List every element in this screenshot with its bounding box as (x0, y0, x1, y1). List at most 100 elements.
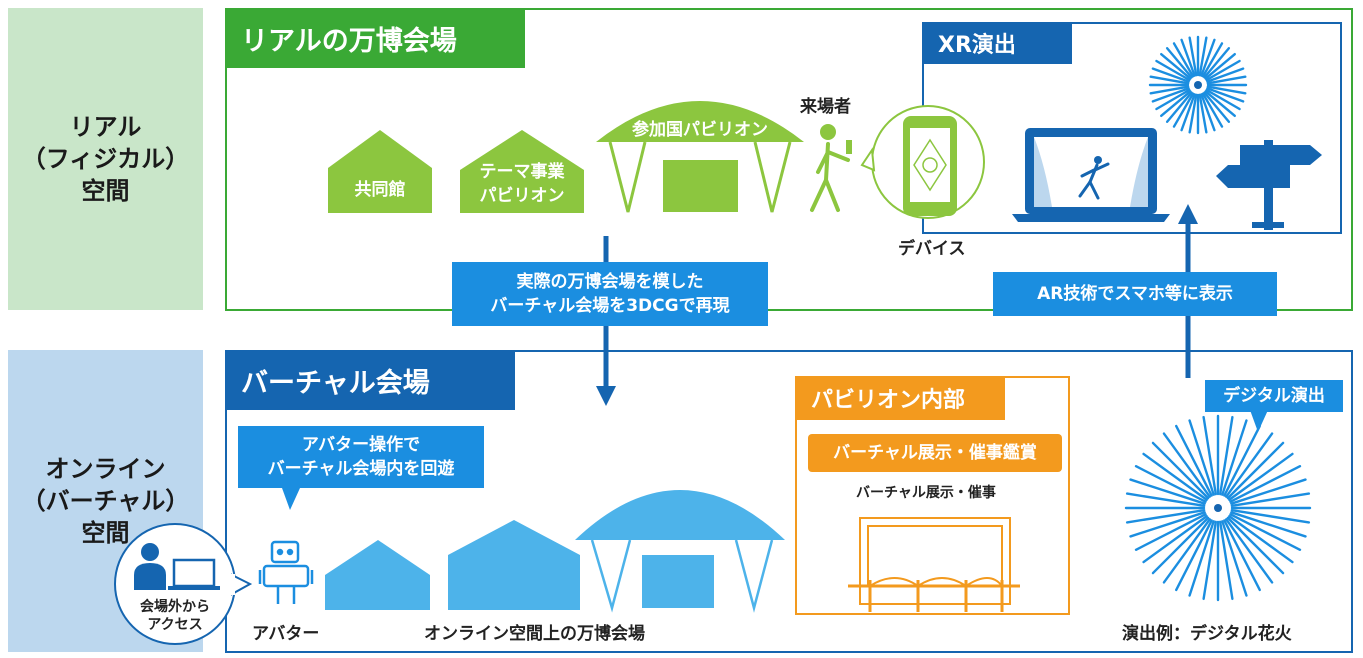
firework-ray (1230, 492, 1311, 508)
firework-ray (1204, 90, 1236, 118)
down-arrow-label: 実際の万博会場を模した バーチャル会場を3DCGで再現 (452, 262, 768, 326)
theme-pavilion-line1: テーマ事業 (479, 162, 565, 182)
firework-ray (1200, 38, 1216, 77)
firework-ray (1188, 36, 1198, 77)
firework-ray (1160, 90, 1192, 118)
access-from-outside-icon (114, 523, 253, 645)
firework-center (1214, 504, 1222, 512)
visitor-icon (810, 124, 852, 212)
avatar-bubble: アバター操作で バーチャル会場内を回遊 (238, 426, 484, 488)
device-label: デバイス (898, 239, 966, 259)
virtual-dome-frame (590, 539, 774, 613)
virtual-building-1 (325, 540, 430, 610)
digital-production-bubble: デジタル演出 (1205, 380, 1343, 412)
country-pavilion-label: 参加国パビリオン (632, 120, 768, 140)
firework-ray (1202, 520, 1218, 601)
firework-ray (1198, 36, 1208, 77)
theme-pavilion-building (460, 130, 584, 213)
firework-ray (1200, 93, 1216, 132)
firework-ray (1162, 518, 1211, 584)
real-side-line3: 空間 (81, 177, 130, 205)
firework-ray (1165, 47, 1193, 79)
firework-ray (1142, 515, 1208, 564)
firework-ray (1149, 75, 1190, 85)
firework-ray (1205, 59, 1241, 82)
down-arrow-label-line2: バーチャル会場を3DCGで再現 (490, 296, 730, 316)
theme-pavilion-label: テーマ事業 パビリオン (460, 160, 584, 208)
firework-ray (1129, 511, 1206, 538)
firework-ray (1180, 38, 1196, 77)
firework-ray (1134, 513, 1207, 551)
avatar-bubble-tail (282, 488, 300, 510)
firework-ray (1228, 452, 1294, 501)
virtual-side-line2: （バーチャル） (21, 487, 190, 515)
firework-ray (1188, 93, 1198, 134)
laptop-stage-icon (1012, 128, 1170, 222)
firework-ray (1125, 508, 1206, 524)
firework-ray (1201, 42, 1224, 78)
country-pavilion-frame (608, 141, 792, 213)
avatar-bubble-line2: バーチャル会場内を回遊 (267, 459, 455, 479)
firework-ray (1226, 441, 1285, 500)
pavilion-caption: バーチャル展示・催事 (856, 485, 996, 501)
firework-ray (1221, 419, 1248, 496)
firework-ray (1125, 492, 1206, 508)
virtual-side-line3: 空間 (81, 519, 130, 547)
firework-ray (1201, 92, 1224, 128)
firework-ray (1230, 478, 1307, 505)
firework-ray (1206, 67, 1245, 83)
theme-pavilion-line2: パビリオン (479, 186, 565, 206)
firework-ray (1218, 415, 1234, 496)
firework-ray (1172, 42, 1195, 78)
firework-ray (1203, 91, 1231, 123)
country-pavilion-dome (596, 101, 804, 142)
firework-ray (1225, 432, 1274, 498)
pavilion-subtitle-badge: バーチャル展示・催事鑑賞 (808, 434, 1062, 472)
virtual-building-2 (448, 520, 580, 610)
access-label: 会場外から アクセス (125, 598, 225, 634)
access-label-line2: アクセス (147, 617, 203, 633)
real-side-line2: （フィジカル） (21, 145, 190, 173)
virtual-dome-box (642, 555, 714, 608)
virtual-dome (575, 490, 785, 540)
access-label-line1: 会場外から (140, 599, 210, 615)
down-arrow-label-line1: 実際の万博会場を模した (516, 272, 704, 292)
kyodo-pavilion-label: 共同館 (354, 180, 406, 200)
firework-ray (1155, 59, 1191, 82)
robot-avatar-icon (258, 540, 314, 604)
digital-firework-icon (1124, 414, 1312, 602)
pavilion-interior-title: パビリオン内部 (795, 376, 1005, 420)
real-side-line1: リアル (69, 113, 142, 141)
xr-title: XR演出 (922, 22, 1072, 64)
firework-ray (1188, 520, 1215, 597)
firework-ray (1162, 432, 1211, 498)
smartphone-device-icon (860, 105, 985, 219)
firework-ray (1228, 515, 1294, 564)
firework-ray (1134, 465, 1207, 503)
firework-ray (1149, 85, 1190, 95)
virtual-side-line1: オンライン (45, 455, 166, 483)
firework-ray (1175, 424, 1213, 497)
digital-bubble-tail (1250, 410, 1268, 432)
firework-ray (1230, 511, 1307, 538)
firework-center (1194, 81, 1202, 89)
firework-ray (1218, 520, 1234, 601)
firework-ray (1206, 87, 1245, 103)
firework-ray (1223, 424, 1261, 497)
firework-ray (1204, 52, 1236, 80)
firework-ray (1188, 419, 1215, 496)
firework-ray (1206, 75, 1247, 85)
firework-caption: 演出例：デジタル花火 (1122, 624, 1292, 644)
firework-ray (1129, 478, 1206, 505)
firework-ray (1175, 519, 1213, 592)
firework-ray (1225, 518, 1274, 584)
firework-ray (1172, 92, 1195, 128)
firework-ray (1151, 67, 1190, 83)
real-venue-frame (225, 8, 1353, 311)
real-space-side-panel: リアル （フィジカル） 空間 (8, 8, 203, 310)
online-venue-label: オンライン空間上の万博会場 (424, 624, 645, 644)
firework-ray (1229, 513, 1302, 551)
virtual-venue-frame (225, 350, 1353, 653)
firework-ray (1221, 520, 1248, 597)
